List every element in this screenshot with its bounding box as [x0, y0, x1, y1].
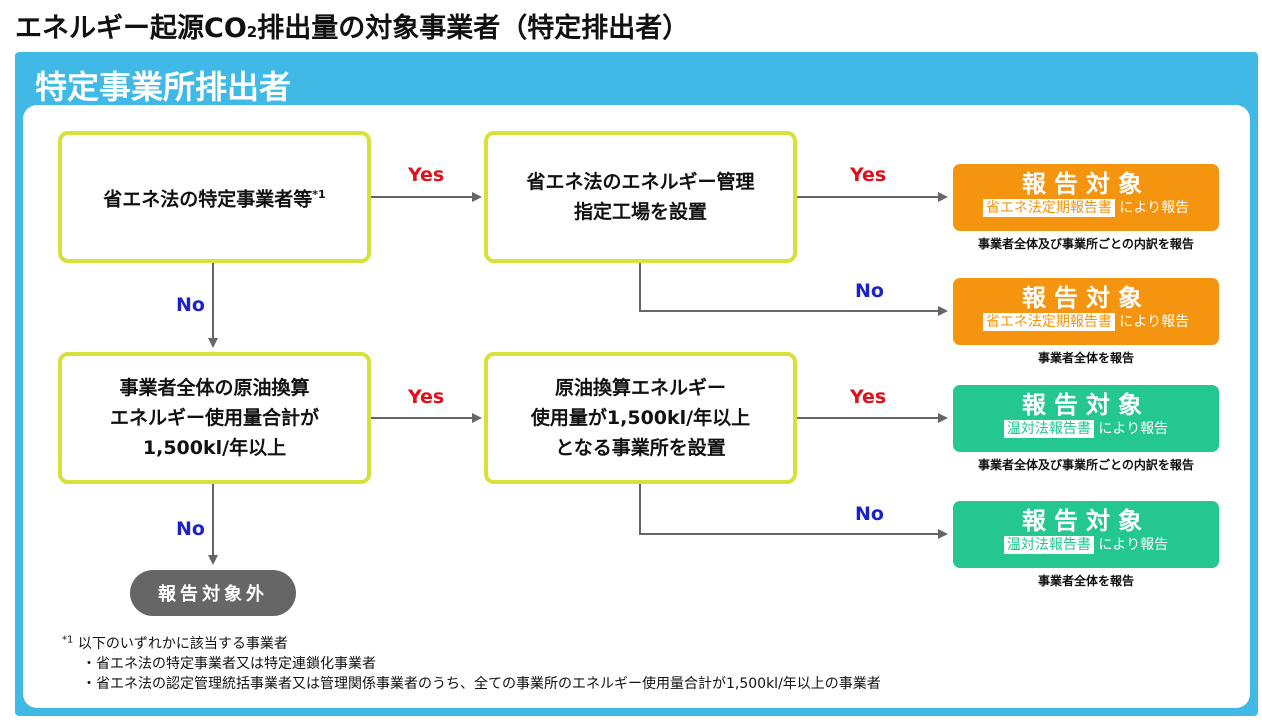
question-site-energy-use: 原油換算エネルギー 使用量が1,500kl/年以上 となる事業所を設置 — [484, 352, 797, 484]
answer-yes: Yes — [850, 164, 887, 186]
question-total-energy-use: 事業者全体の原油換算 エネルギー使用量合計が 1,500kl/年以上 — [58, 352, 371, 484]
answer-yes: Yes — [850, 386, 887, 408]
answer-yes: Yes — [408, 164, 445, 186]
result-reportable-energy-saving-detail: 報告対象 省エネ法定期報告書 により報告 — [953, 164, 1219, 231]
result-note: 事業者全体を報告 — [1037, 351, 1134, 365]
arrow-q4-to-result4 — [639, 484, 948, 539]
page-title: エネルギー起源CO2排出量の対象事業者（特定排出者） — [15, 13, 690, 44]
result-note: 事業者全体及び事業所ごとの内訳を報告 — [978, 458, 1194, 472]
answer-no: No — [855, 280, 884, 302]
answer-no: No — [176, 518, 205, 540]
answer-yes: Yes — [408, 386, 445, 408]
result-note: 事業者全体を報告 — [1037, 574, 1134, 588]
result-reportable-warming-detail: 報告対象 温対法報告書 により報告 — [953, 385, 1219, 452]
question-designated-factory: 省エネ法のエネルギー管理 指定工場を設置 — [484, 131, 797, 263]
footnote-item: ・省エネ法の特定事業者又は特定連鎖化事業者 — [82, 656, 376, 672]
footnote-heading: *1 以下のいずれかに該当する事業者 — [62, 634, 288, 652]
result-reportable-energy-saving-total: 報告対象 省エネ法定期報告書 により報告 — [953, 278, 1219, 345]
answer-no: No — [176, 294, 205, 316]
answer-no: No — [855, 503, 884, 525]
result-note: 事業者全体及び事業所ごとの内訳を報告 — [978, 237, 1194, 251]
result-reportable-warming-total: 報告対象 温対法報告書 により報告 — [953, 501, 1219, 568]
question-specified-business: 省エネ法の特定事業者等*1 — [58, 131, 371, 263]
panel-title: 特定事業所排出者 — [35, 68, 292, 106]
footnote-item: ・省エネ法の認定管理統括事業者又は管理関係事業者のうち、全ての事業所のエネルギー… — [82, 676, 881, 692]
arrow-q2-to-result2 — [639, 263, 948, 316]
result-not-reportable: 報告対象外 — [130, 570, 296, 616]
